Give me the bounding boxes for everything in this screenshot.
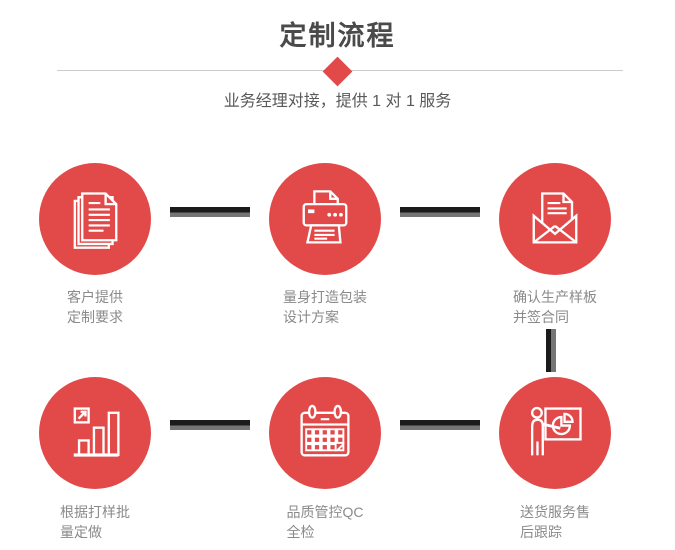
step-label-2: 量身打造包装 设计方案: [245, 287, 405, 327]
step-label-line: 品质管控QC: [286, 504, 364, 520]
presentation-icon: [530, 406, 582, 456]
step-circle-4: [39, 377, 151, 489]
step-label-line: 量身打造包装: [283, 289, 367, 305]
printer-icon: [302, 190, 348, 244]
step-label-line: 根据打样批: [60, 504, 130, 520]
step-label-5: 品质管控QC 全检: [245, 502, 405, 542]
page-title: 定制流程: [279, 21, 396, 51]
step-label-line: 全检: [286, 524, 315, 540]
step-label-6: 送货服务售 后跟踪: [475, 502, 635, 542]
connector-step3-step6: [546, 329, 556, 372]
step-circle-5: [269, 377, 381, 489]
calendar-icon: [300, 404, 350, 457]
step-label-line: 设计方案: [283, 309, 339, 325]
step-label-line: 后跟踪: [520, 524, 562, 540]
documents-icon: [73, 192, 118, 249]
connector-step4-step5: [170, 420, 250, 430]
step-label-4: 根据打样批 量定做: [15, 502, 175, 542]
connector-step2-step3: [400, 207, 480, 217]
connector-step5-step6: [400, 420, 480, 430]
diamond-marker: [322, 56, 353, 87]
step-circle-6: [499, 377, 611, 489]
step-label-line: 客户提供: [67, 289, 123, 305]
step-circle-2: [269, 163, 381, 275]
step-label-line: 量定做: [60, 524, 102, 540]
step-label-3: 确认生产样板 并签合同: [475, 287, 635, 327]
step-label-line: 确认生产样板: [513, 289, 597, 305]
step-label-line: 并签合同: [513, 309, 569, 325]
bar-chart-icon: [73, 407, 120, 457]
step-circle-3: [499, 163, 611, 275]
step-circle-1: [39, 163, 151, 275]
envelope-icon: [532, 192, 578, 244]
page-subtitle: 业务经理对接，提供 1 对 1 服务: [223, 93, 452, 110]
step-label-line: 定制要求: [67, 309, 123, 325]
step-label-1: 客户提供 定制要求: [15, 287, 175, 327]
step-label-line: 送货服务售: [520, 504, 590, 520]
connector-step1-step2: [170, 207, 250, 217]
